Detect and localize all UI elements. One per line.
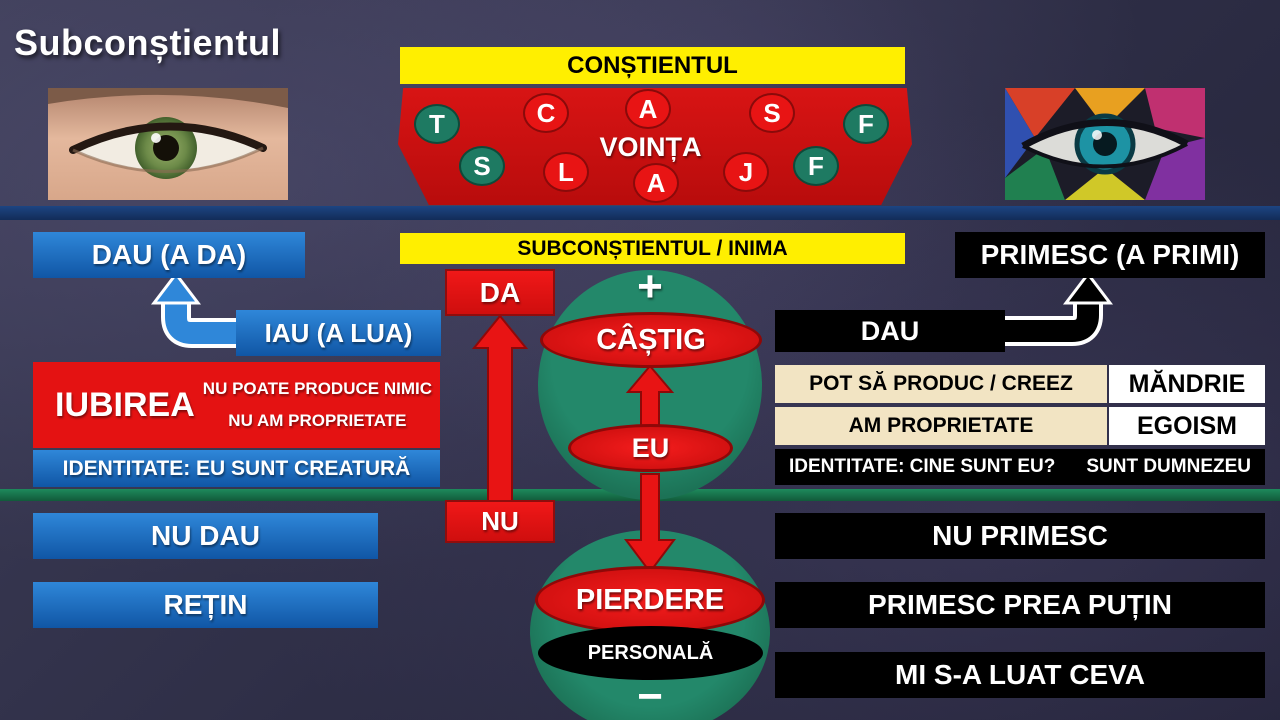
personala-ellipse: PERSONALĂ [538,626,763,680]
letter-circle-S-top: S [749,93,795,133]
subconstientul-banner: SUBCONȘTIENTUL / INIMA [400,233,905,264]
letter-circle-C: C [523,93,569,133]
da-box: DA [445,269,555,316]
dau-a-da-box: DAU (A DA) [33,232,305,278]
vointa-shape: VOINȚA T C A S F S L A J F [398,88,912,205]
egoism-box: EGOISM [1109,407,1265,445]
nu-box: NU [445,500,555,543]
minus-sign: − [637,672,663,720]
nu-poate-produce-label: NU POATE PRODUCE NIMIC [202,379,432,398]
letter-circle-T: T [414,104,460,144]
identitate-cine-sunt-label: IDENTITATE: CINE SUNT EU? [789,456,1056,477]
mi-sa-luat-ceva-box: MI S-A LUAT CEVA [775,652,1265,698]
sunt-dumnezeu-label: SUNT DUMNEZEU [1086,456,1251,477]
letter-circle-F-top: F [843,104,889,144]
mandrie-box: MĂNDRIE [1109,365,1265,403]
constientul-banner: CONȘTIENTUL [400,47,905,84]
arrow-iau-to-dau [150,271,240,348]
pierdere-ellipse: PIERDERE [535,566,765,634]
letter-circle-A-bottom: A [633,163,679,203]
vointa-label: VOINȚA [599,132,702,162]
letter-circle-F-bottom: F [793,146,839,186]
iubirea-label: IUBIREA [55,385,195,424]
am-proprietate-box: AM PROPRIETATE [775,407,1107,445]
artistic-eye-icon [1005,88,1205,200]
nu-primesc-box: NU PRIMESC [775,513,1265,559]
nu-dau-box: NU DAU [33,513,378,559]
letter-circle-S-bottom: S [459,146,505,186]
nu-am-proprietate-label: NU AM PROPRIETATE [228,411,407,430]
iubirea-box: IUBIREA NU POATE PRODUCE NIMIC NU AM PRO… [33,362,440,448]
letter-circle-J: J [723,152,769,192]
letter-circle-A-top: A [625,89,671,129]
letter-circle-L: L [543,152,589,192]
castig-ellipse: CÂȘTIG [540,312,762,368]
plus-sign: + [637,262,663,311]
iau-a-lua-box: IAU (A LUA) [236,310,441,356]
dau-right-box: DAU [775,310,1005,352]
arrow-dau-to-primesc [1000,271,1114,346]
right-eye-image [1005,88,1205,200]
primesc-a-primi-box: PRIMESC (A PRIMI) [955,232,1265,278]
eu-ellipse: EU [568,424,733,472]
page-title: Subconștientul [14,22,281,63]
identitate-creatura-box: IDENTITATE: EU SUNT CREATURĂ [33,450,440,487]
identitate-cine-sunt-bar: IDENTITATE: CINE SUNT EU? SUNT DUMNEZEU [775,449,1265,485]
primesc-prea-putin-box: PRIMESC PREA PUȚIN [775,582,1265,628]
realistic-eye-icon [48,88,288,200]
left-eye-image [48,88,288,200]
pot-sa-produc-box: POT SĂ PRODUC / CREEZ [775,365,1107,403]
navy-divider [0,206,1280,220]
retin-box: REȚIN [33,582,378,628]
arrow-nu-to-da [471,314,529,505]
